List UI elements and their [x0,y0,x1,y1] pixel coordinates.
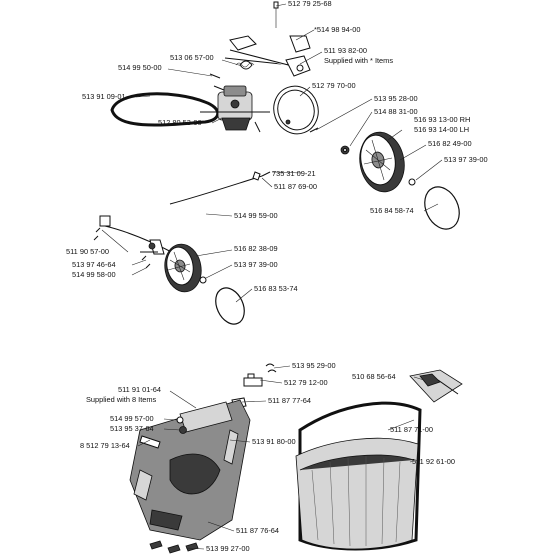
label-514-98-94-00: *514 98 94-00 [314,25,360,34]
upper-axle-bracket-part [224,35,311,77]
front-hubcap-ring-part [215,287,245,325]
label-516-82-49-00: 516 82 49-00 [428,139,472,148]
spring-part [235,62,255,68]
label-516-82-38-09: 516 82 38-09 [234,244,278,253]
label-510-68-56-64: 510 68 56-64 [352,372,396,381]
label-supplied-with-8: Supplied with 8 Items [86,395,157,404]
rear-wheel-part [359,131,405,193]
label-511-87-71-00: 511 87 71-00 [390,425,433,434]
label-514-99-50-00: 514 99 50-00 [118,63,162,72]
label-513-97-39-00-front: 513 97 39-00 [234,260,278,269]
height-rod-part [169,171,271,205]
nut-part [340,145,350,155]
label-513-97-46-64: 513 97 46-64 [72,260,116,269]
label-511-90-57-00: 511 90 57-00 [66,247,109,256]
label-513-95-37-64: 513 95 37-64 [110,424,154,433]
front-wheel-part [164,243,202,293]
label-513-99-27-00: 513 99 27-00 [206,544,250,553]
label-516-83-53-74: 516 83 53-74 [254,284,298,293]
label-513-97-39-00-rear: 513 97 39-00 [444,155,488,164]
bag-clip-part [265,363,277,373]
label-513-95-28-00: 513 95 28-00 [374,94,418,103]
label-511-92-61-00: 511 92 61-00 [412,457,455,466]
label-514-99-58-00: 514 99 58-00 [72,270,116,279]
latch-part [243,373,263,387]
rear-housing-part [129,399,251,541]
label-513-91-80-00: 513 91 80-00 [252,437,296,446]
gearbox-bolts-part [209,73,261,133]
label-513-91-09-01: 513 91 09-01 [82,92,126,101]
rear-washer-part [408,178,416,186]
pin-part [309,127,319,133]
part-labels: 512 79 25-68 *514 98 94-00 511 93 82-00 … [66,0,488,553]
label-514-99-57-00: 514 99 57-00 [110,414,154,423]
label-516-93-14-00-lh: 516 93 14-00 LH [414,125,469,134]
left-bolts-part [93,227,151,269]
label-511-93-82-00: 511 93 82-00 [324,46,367,55]
label-513-06-57-00: 513 06 57-00 [170,53,214,62]
front-washer-part [199,276,207,284]
hubcap-disc-part [273,85,319,135]
leader-lines [101,3,443,550]
label-514-99-59-00: 514 99 59-00 [234,211,278,220]
label-511-87-76-64: 511 87 76-64 [236,526,279,535]
grass-bag-part [295,437,419,550]
label-511-87-69-00: 511 87 69-00 [274,182,317,191]
label-516-84-58-74: 516 84 58-74 [370,206,414,215]
label-512-80-53-00: 512 80 53-00 [158,118,202,127]
label-512-79-12-00: 512 79 12-00 [284,378,328,387]
gearbox-part [200,85,270,131]
label-511-87-77-64: 511 87 77-64 [268,396,311,405]
deflector-part [409,369,463,403]
label-511-91-01-64: 511 91 01-64 [118,385,161,394]
rear-hubcap-ring-part [424,186,460,230]
label-8-512-79-13-64: 8 512 79 13-64 [80,441,130,450]
label-735-31-09-21: 735 31 09-21 [272,169,316,178]
bottom-fasteners-part [149,540,199,554]
label-516-93-13-00-rh: 516 93 13-00 RH [414,115,470,124]
top-screw-part [273,1,279,28]
label-supplied-with-star: Supplied with * Items [324,56,393,65]
label-512-79-70-00: 512 79 70-00 [312,81,356,90]
label-514-88-31-00: 514 88 31-00 [374,107,418,116]
label-512-79-25-68: 512 79 25-68 [288,0,332,8]
label-513-95-29-00: 513 95 29-00 [292,361,336,370]
